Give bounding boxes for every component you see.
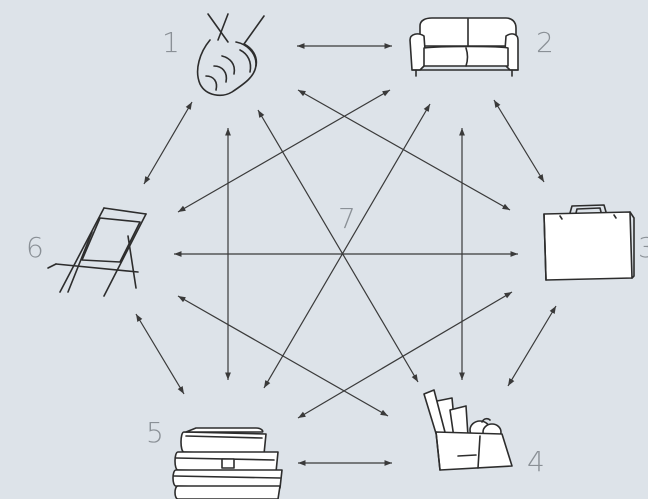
node-label-4: 4 — [527, 448, 545, 476]
node-label-1: 1 — [162, 29, 180, 57]
node-label-6: 6 — [26, 234, 44, 262]
node-label-2: 2 — [536, 29, 554, 57]
node-label-5: 5 — [146, 419, 164, 447]
node-label-3: 3 — [638, 234, 648, 262]
node-label-7: 7 — [338, 205, 356, 233]
